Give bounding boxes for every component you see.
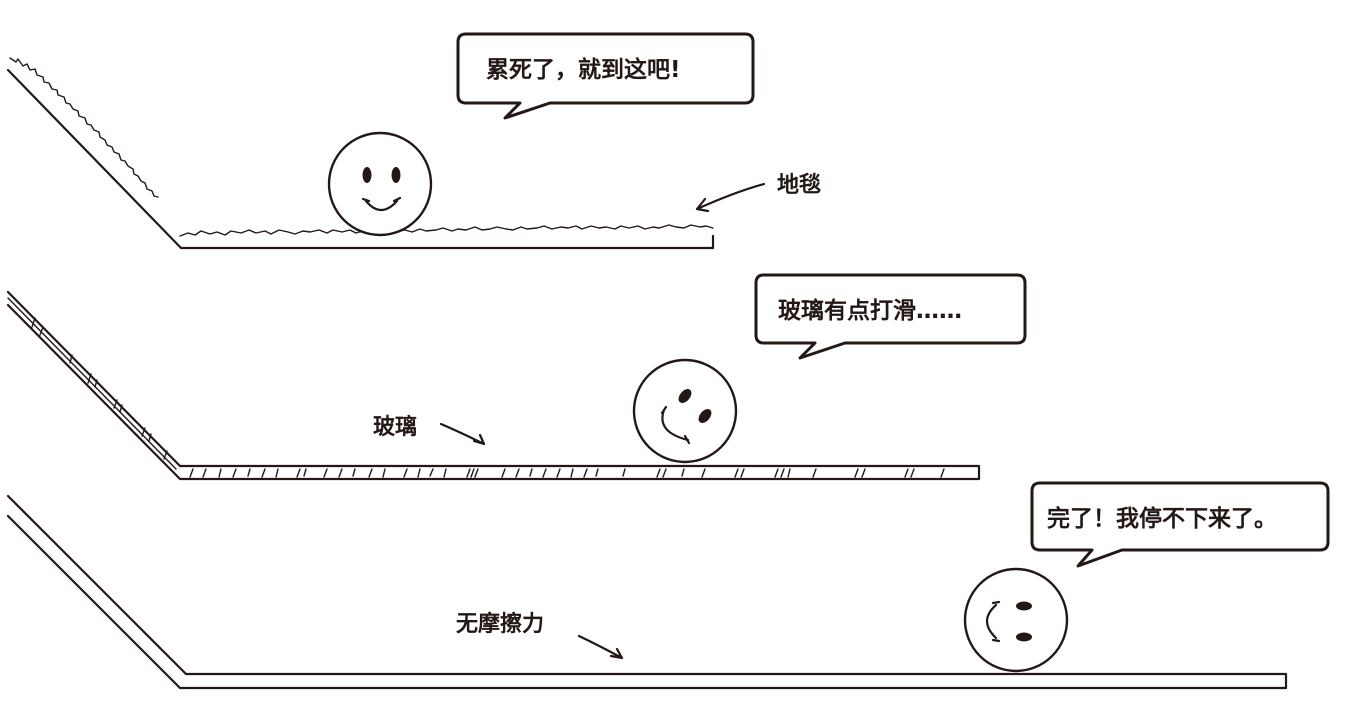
glass-hatching	[31, 317, 945, 478]
smile-mouth	[361, 196, 402, 212]
smiley-ball-panicked	[963, 567, 1069, 673]
smiley-ball-calm	[327, 131, 433, 237]
left-eye	[678, 389, 692, 403]
speech-bubble-frictionless: 完了！我停不下来了。	[1030, 481, 1330, 568]
lower-eye	[1016, 632, 1032, 642]
speech-bubble-carpet: 累死了，就到这吧!	[456, 32, 755, 120]
panel-frictionless: 完了！我停不下来了。 无摩擦力	[6, 481, 1330, 690]
upper-eye	[1016, 601, 1032, 611]
label-glass: 玻璃	[373, 414, 417, 440]
panel-glass: 玻璃有点打滑…… 玻璃	[6, 273, 1027, 481]
glass-ramp-outer	[6, 290, 981, 481]
speech-bubble-glass: 玻璃有点打滑……	[754, 273, 1027, 360]
arrow-carpet	[695, 182, 766, 213]
label-carpet: 地毯	[777, 172, 821, 198]
carpet-surface-texture	[9, 57, 714, 237]
smooth-ramp	[6, 494, 1288, 690]
smiley-ball-sliding	[632, 358, 738, 464]
speech-text-carpet: 累死了，就到这吧!	[486, 56, 681, 83]
speech-text-frictionless: 完了！我停不下来了。	[1047, 505, 1277, 532]
arrow-frictionless	[577, 634, 624, 660]
carpet-ramp	[6, 68, 715, 250]
smile-mouth	[660, 405, 691, 445]
glass-ramp-inner	[7, 297, 177, 470]
left-eye	[362, 167, 372, 183]
right-eye	[698, 409, 712, 423]
smile-mouth	[985, 600, 1001, 643]
arrow-glass	[439, 422, 486, 446]
panel-carpet: 累死了，就到这吧! 地毯	[6, 32, 821, 250]
label-frictionless: 无摩擦力	[456, 611, 544, 637]
right-eye	[391, 167, 401, 183]
speech-text-glass: 玻璃有点打滑……	[778, 297, 962, 324]
